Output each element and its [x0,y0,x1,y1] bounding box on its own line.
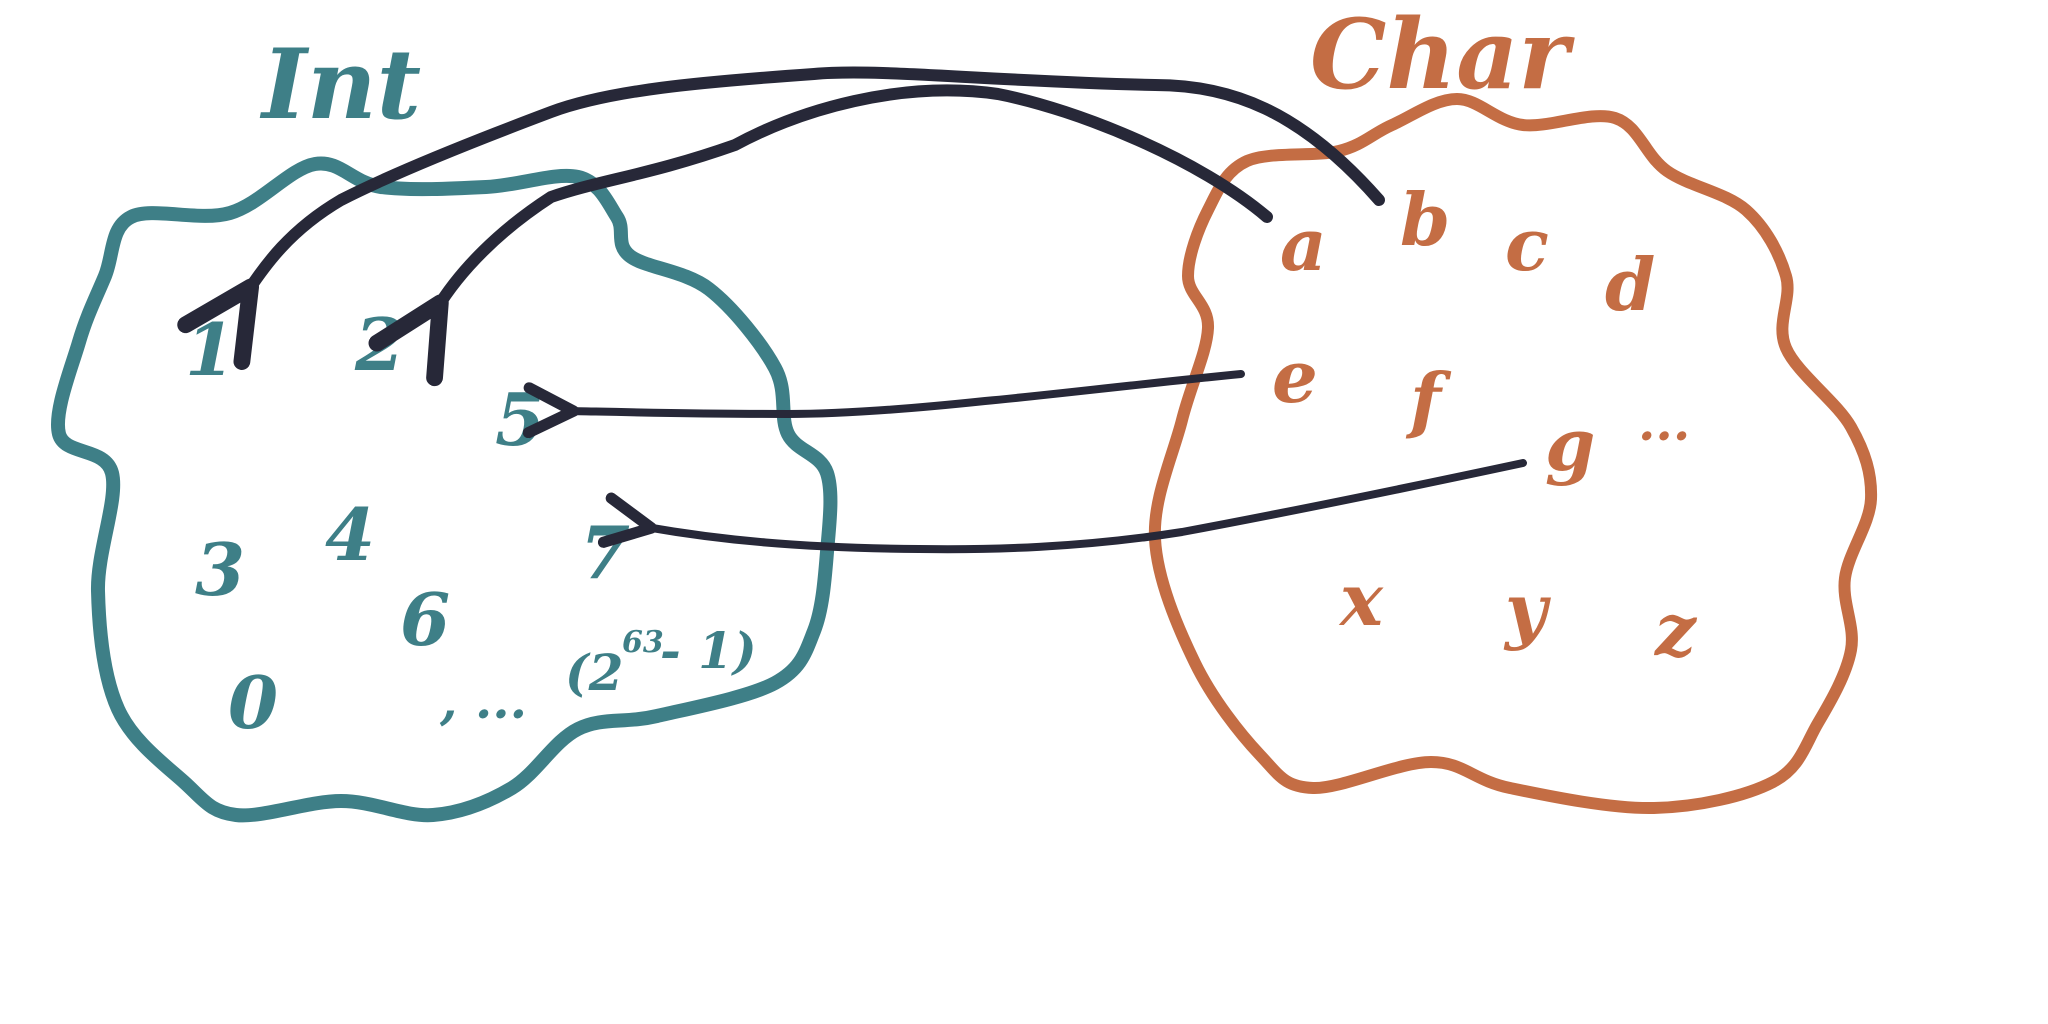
int-element-0: 0 [228,660,278,745]
int-set-boundary [51,156,838,823]
int-max-base: (2 [565,643,623,702]
int-set-title: Int [259,28,421,141]
arrow-a-to-2 [368,84,1273,387]
char-element-e: e [1272,334,1318,419]
char-element-x: x [1338,557,1384,642]
int-element-6: 6 [400,577,450,662]
char-element-z: z [1653,587,1698,672]
int-element-2: 2 [354,302,405,387]
char-element-b: b [1400,177,1450,262]
arrow-b-to-1 [177,66,1385,370]
char-set-boundary [1148,93,1878,815]
char-element-g: g [1545,402,1595,487]
int-element-7: 7 [580,510,630,595]
arrow-g-to-7 [597,459,1527,554]
char-set-title: Char [1310,0,1575,111]
int-element-1: 1 [185,307,235,392]
arrow-e-to-5 [522,370,1245,439]
int-max-exponent: 63 [622,625,664,660]
char-element-d: d [1605,242,1655,327]
int-element-5: 5 [495,377,545,462]
char-ellipsis: ... [1638,393,1690,452]
char-element-f: f [1405,357,1452,442]
char-element-a: a [1280,202,1327,287]
int-ellipsis: , ... [439,671,527,730]
int-element-4: 4 [325,492,375,577]
int-max-minus-one: - 1) [660,621,757,680]
char-element-y: y [1503,567,1551,652]
char-element-c: c [1505,202,1549,287]
int-element-3: 3 [195,527,245,612]
